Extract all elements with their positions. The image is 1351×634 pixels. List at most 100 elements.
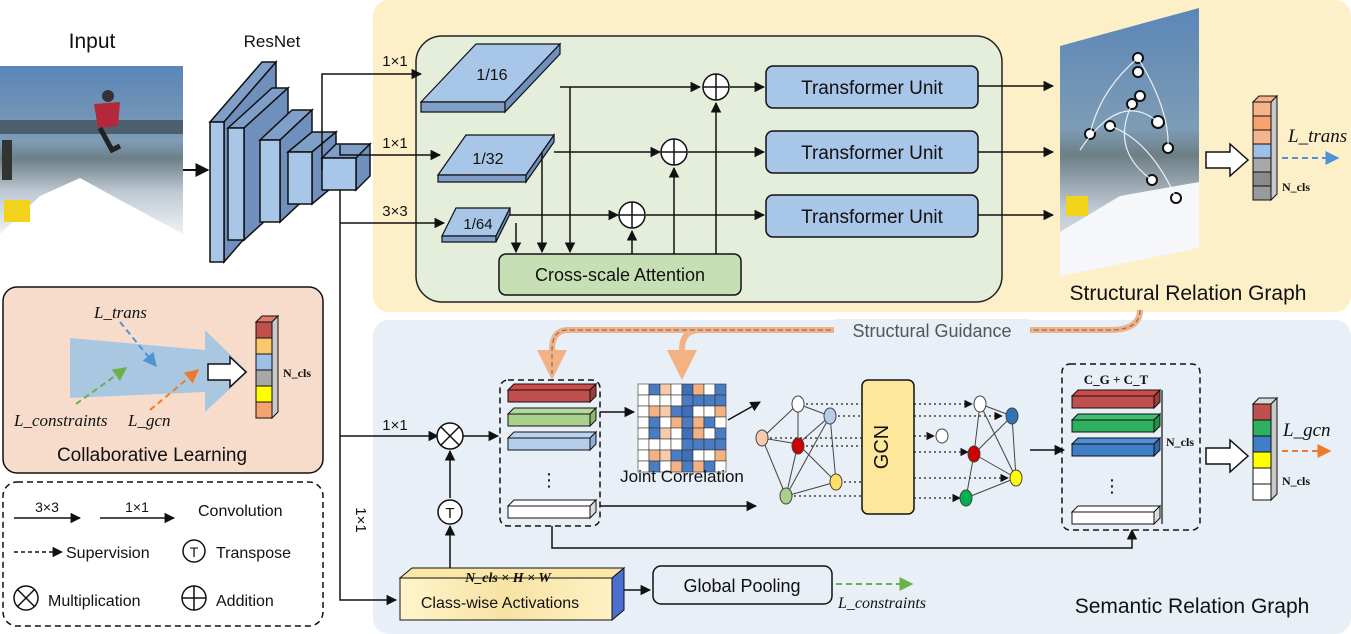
legend-panel: [2, 481, 324, 627]
legend-supervision-label: Supervision: [66, 545, 150, 562]
transformer-unit-1: Transformer Unit: [765, 65, 979, 109]
gcn-transfer-lines: [770, 399, 1009, 503]
l-trans-label: L_trans: [1287, 126, 1347, 147]
matrix-cell: [692, 416, 705, 429]
matrix-cell: [648, 416, 661, 429]
matrix-cell: [670, 427, 683, 440]
concat-feature-group: [1061, 363, 1201, 531]
legend-conv3x3-label: 3×3: [35, 499, 59, 515]
legend-transpose-label: Transpose: [216, 545, 291, 562]
ncls-gcn-label: N_cls: [1282, 474, 1310, 488]
structural-guidance-arrow-2: [667, 327, 701, 380]
conv-1x1-a-label: 1×1: [382, 53, 407, 70]
matrix-cell: [692, 449, 705, 462]
feature-1-16: [419, 42, 562, 114]
transformer-unit-2-label: Transformer Unit: [801, 143, 944, 164]
legend-convolution-label: Convolution: [198, 503, 283, 520]
matrix-cell: [681, 427, 694, 440]
matrix-cell: [637, 383, 650, 396]
matrix-cell: [714, 405, 727, 418]
matrix-cell: [692, 405, 705, 418]
input-graph-edges: [761, 403, 837, 497]
hollow-arrow-trans: [1205, 142, 1250, 178]
structural-graph-title: Structural Relation Graph: [1070, 282, 1307, 305]
collab-l-gcn-arrow: [149, 369, 200, 411]
matrix-cell: [648, 449, 661, 462]
matrix-cell: [648, 394, 661, 407]
matrix-cell: [703, 427, 716, 440]
matrix-cell: [637, 438, 650, 451]
joint-correlation-label: Joint Correlation: [620, 467, 744, 486]
conv-3x3-label: 3×3: [382, 203, 407, 220]
matrix-cell: [670, 394, 683, 407]
cross-scale-attention-label: Cross-scale Attention: [535, 265, 705, 285]
transformer-unit-2: Transformer Unit: [765, 130, 979, 174]
collaborative-learning-label: Collaborative Learning: [57, 445, 247, 466]
legend-addition-icon: [181, 585, 207, 611]
guidance-label-bg: [834, 319, 1030, 341]
matrix-cell: [714, 383, 727, 396]
legend-transpose-symbol: T: [190, 544, 199, 560]
scale-32-label: 1/32: [472, 151, 503, 168]
activation-dims-label: N_cls × H × W: [464, 571, 552, 586]
class-feature-group: [499, 379, 601, 527]
ncls-concat-label: N_cls: [1166, 435, 1194, 449]
legend-multiplication-label: Multiplication: [48, 593, 140, 610]
joint-correlation-matrix: [637, 383, 727, 473]
guidance-dash: [551, 309, 1141, 374]
class-wise-activations-label: Class-wise Activations: [421, 595, 579, 612]
concat-ellipsis: ⋮: [1103, 476, 1121, 496]
matrix-cell: [703, 416, 716, 429]
matrix-cell: [659, 383, 672, 396]
matrix-cell: [703, 405, 716, 418]
matrix-to-graph-arrow: [727, 401, 761, 421]
scale-64-label: 1/64: [463, 216, 492, 233]
gcn-box: GCN: [861, 379, 915, 515]
matrix-cell: [681, 449, 694, 462]
matrix-cell: [659, 427, 672, 440]
gcn-label: GCN: [871, 425, 893, 469]
concat-features: [1070, 388, 1162, 526]
features-ellipsis: ⋮: [540, 470, 558, 490]
matrix-cell: [681, 405, 694, 418]
backbone-connectors: [321, 68, 446, 606]
matrix-cell: [670, 438, 683, 451]
matrix-cell: [648, 427, 661, 440]
feature-1-64: [441, 207, 511, 243]
matrix-cell: [659, 394, 672, 407]
matrix-cell: [670, 449, 683, 462]
output-graph-nodes: [935, 395, 1023, 507]
matrix-cell: [681, 394, 694, 407]
matrix-cell: [659, 438, 672, 451]
matrix-cell: [714, 449, 727, 462]
legend-addition-label: Addition: [216, 593, 274, 610]
matrix-cell: [659, 405, 672, 418]
legend-multiplication-icon: [13, 585, 39, 611]
collab-output-vector: [254, 314, 280, 420]
resnet-backbone: [208, 59, 372, 265]
transpose-node-label: T: [445, 505, 454, 522]
transformer-unit-3: Transformer Unit: [765, 194, 979, 238]
collaborative-arrow: [70, 330, 248, 412]
matrix-cell: [714, 427, 727, 440]
matrix-cell: [692, 438, 705, 451]
legend-conv1x1-label: 1×1: [125, 499, 149, 515]
matrix-cell: [681, 416, 694, 429]
matrix-cell: [714, 394, 727, 407]
matrix-cell: [648, 383, 661, 396]
matrix-cell: [670, 405, 683, 418]
matrix-cell: [637, 427, 650, 440]
matrix-cell: [670, 416, 683, 429]
collab-ncls-label: N_cls: [283, 366, 311, 380]
ncls-trans-label: N_cls: [1282, 180, 1310, 194]
conv-1x1-b-label: 1×1: [382, 135, 407, 152]
resnet-label: ResNet: [244, 32, 301, 51]
collab-hollow-arrow: [207, 355, 248, 389]
semantic-graph-title: Semantic Relation Graph: [1075, 595, 1310, 618]
input-label: Input: [69, 30, 116, 53]
hollow-arrow-gcn: [1205, 438, 1250, 474]
global-pooling-label: Global Pooling: [683, 576, 800, 596]
matrix-cell: [637, 405, 650, 418]
output-vector-gcn: [1251, 396, 1279, 502]
